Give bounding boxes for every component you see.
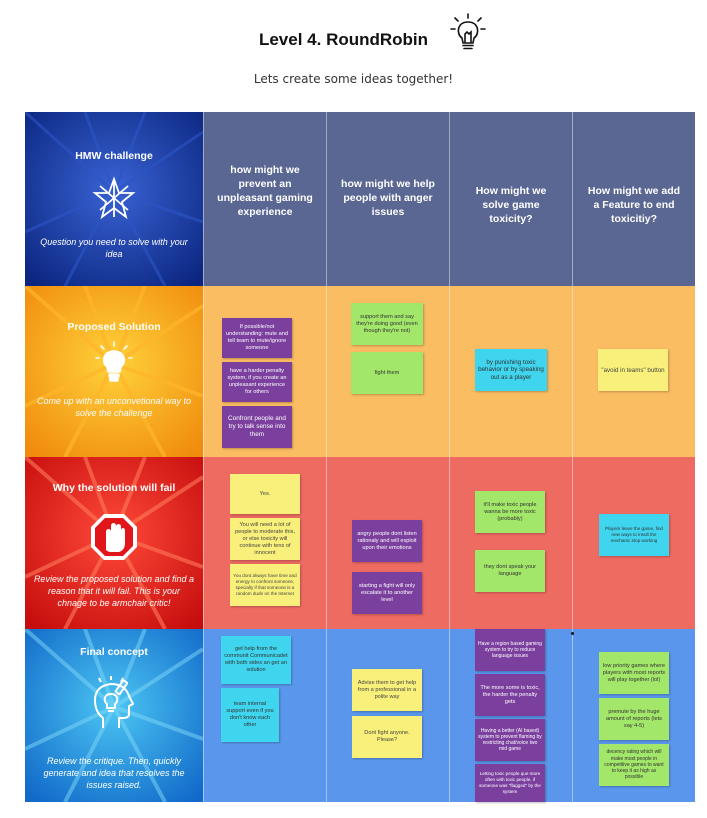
sticky-note[interactable]: Have a region based gaming system to try…: [475, 629, 545, 671]
sticky-note[interactable]: You dont always have time and energy to …: [230, 564, 300, 606]
row-description: Review the critique. Then, quickly gener…: [43, 756, 185, 790]
sticky-note[interactable]: have a harder penalty system, if you cre…: [222, 362, 292, 402]
question-col-3: How might we solve game toxicity?: [475, 185, 547, 225]
sticky-note[interactable]: Dont fight anyone. Please?: [352, 716, 422, 758]
sticky-note[interactable]: Advise them to get help from a professio…: [352, 669, 422, 711]
sticky-note[interactable]: by punishing toxic behavior or by speaki…: [475, 349, 547, 391]
cursor-dot: [571, 632, 574, 635]
sticky-note[interactable]: team internal support even if you don't …: [221, 688, 279, 742]
question-col-2: how might we help people with anger issu…: [341, 178, 435, 218]
question-col-4: How might we add a Feature to end toxici…: [587, 185, 681, 225]
sticky-note[interactable]: You will need a lot of people to moderat…: [230, 518, 300, 560]
sticky-note[interactable]: it'll make toxic people wanna be more to…: [475, 491, 545, 533]
sticky-note[interactable]: If possible/not understanding: mute and …: [222, 318, 292, 358]
sticky-note[interactable]: they dont speak your language: [475, 550, 545, 592]
tangled-star-icon: [92, 176, 136, 220]
sticky-note[interactable]: The more some is toxic, the harder the p…: [475, 674, 545, 716]
row-title: Proposed Solution: [67, 321, 161, 333]
lightbulb-icon: [95, 341, 133, 382]
sticky-note[interactable]: decency rating which will make most peop…: [599, 744, 669, 786]
sticky-note[interactable]: starting a fight will only escalate it t…: [352, 572, 422, 614]
sticky-note[interactable]: low priority games where players with mo…: [599, 652, 669, 694]
question-col-1: how might we prevent an unpleasant gamin…: [217, 164, 313, 218]
sticky-note[interactable]: premute by the huge amount of reports (l…: [599, 698, 669, 740]
row-description: Come up with an unconvetional way to sol…: [36, 396, 192, 418]
stop-hand-icon: [91, 514, 137, 560]
idea-head-icon: [94, 676, 134, 728]
sticky-note[interactable]: get help from the communit Communicadet …: [221, 636, 291, 684]
roundrobin-board: HMW challenge Question you need to solve…: [25, 112, 695, 802]
row-title: Final concept: [80, 646, 148, 658]
sticky-note[interactable]: Yes.: [230, 474, 300, 514]
row-description: Question you need to solve with your ide…: [40, 237, 188, 259]
row-description: Review the proposed solution and find a …: [33, 574, 195, 608]
column-divider: [449, 112, 450, 802]
sticky-note[interactable]: fight them: [351, 352, 423, 394]
board-title: Level 4. RoundRobin: [258, 30, 429, 49]
row-header-final: Final concept Review the critique. Then,…: [25, 629, 203, 802]
lightbulb-icon: [450, 13, 486, 50]
board-subtitle: Lets create some ideas together!: [253, 72, 454, 86]
row-header-solution: Proposed Solution Come up with an unconv…: [25, 286, 203, 457]
sticky-note[interactable]: Players leave the game, find new ways to…: [599, 514, 669, 556]
sticky-note[interactable]: Letting toxic people que more often with…: [475, 764, 545, 802]
sticky-note[interactable]: angry people dont listen rationaly and w…: [352, 520, 422, 562]
row-header-hmw: HMW challenge Question you need to solve…: [25, 112, 203, 286]
row-title: Why the solution will fail: [52, 482, 176, 494]
sticky-note[interactable]: Confront people and try to talk sense in…: [222, 406, 292, 448]
question-row: [203, 112, 695, 286]
column-divider: [326, 112, 327, 802]
column-divider: [572, 112, 573, 802]
sticky-note[interactable]: "avoid in teams" button: [598, 349, 668, 391]
sticky-note[interactable]: support them and say they're doing good …: [351, 303, 423, 345]
column-divider: [203, 112, 204, 802]
sticky-note[interactable]: Having a better (AI based) system to pre…: [475, 719, 545, 761]
row-title: HMW challenge: [75, 150, 153, 162]
row-header-fail: Why the solution will fail Review the pr…: [25, 457, 203, 629]
